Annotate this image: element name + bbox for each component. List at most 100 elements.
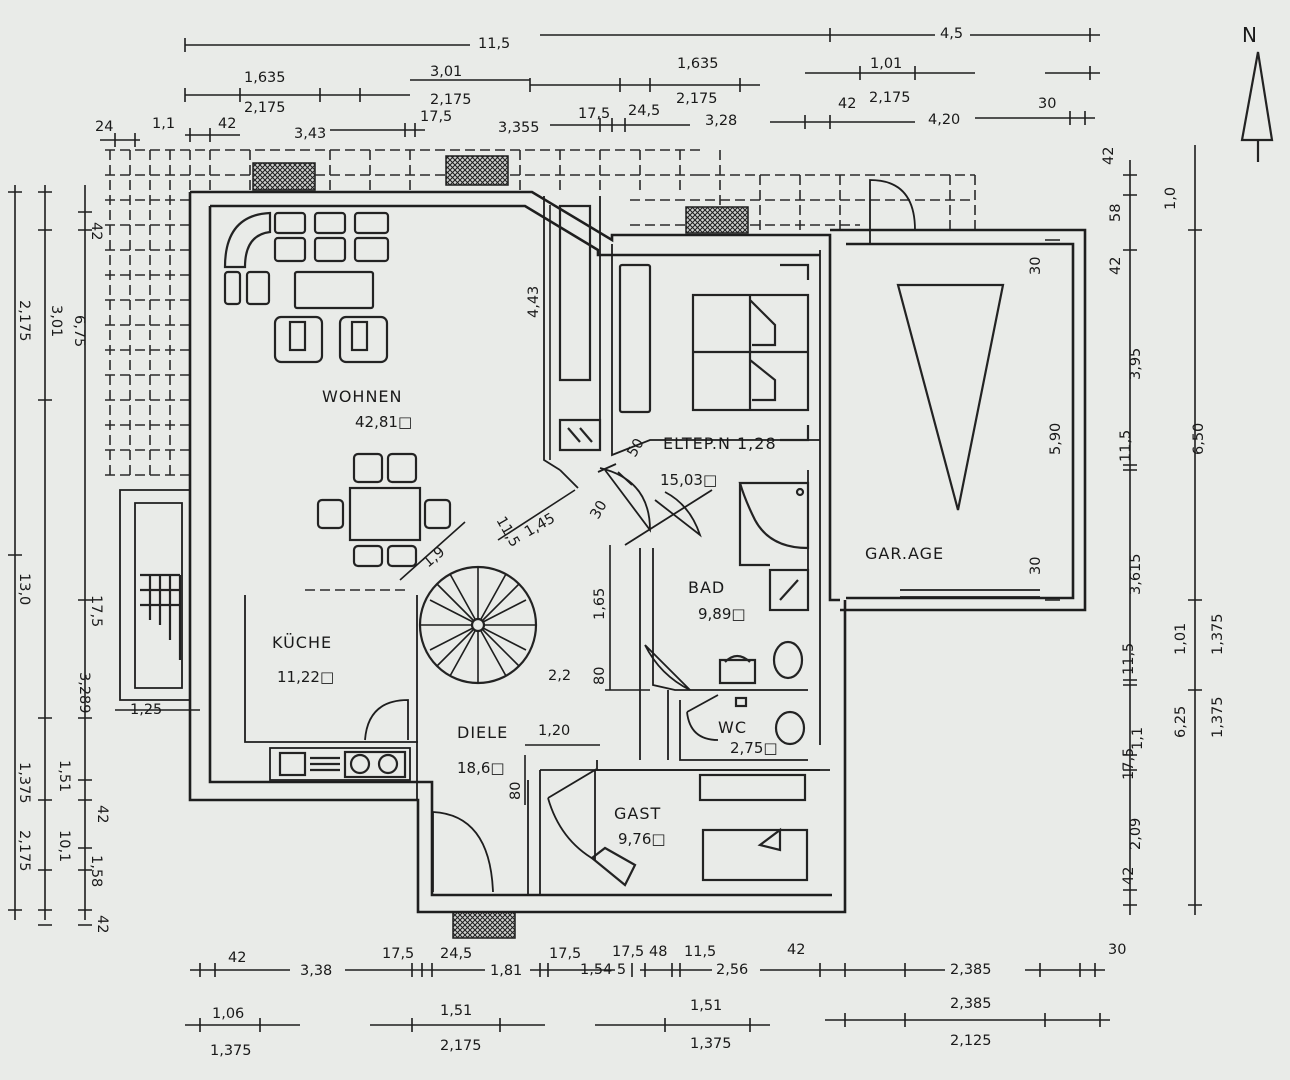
dim-label: 3,38 — [300, 963, 332, 979]
north-label: N — [1242, 23, 1257, 47]
spiral-staircase — [418, 565, 538, 685]
dim-label: 42 — [94, 915, 110, 933]
dim-label: 3,355 — [498, 120, 540, 136]
dim-label: 2,125 — [950, 1033, 992, 1049]
dim-label: 17,5 — [88, 595, 104, 627]
dim-label: 11,5 — [493, 514, 523, 550]
dim-label: 42 — [1121, 867, 1137, 885]
dim-label: 2,175 — [676, 91, 718, 107]
dim-label: 58 — [1108, 204, 1124, 222]
dim-label: 42 — [88, 222, 104, 240]
bedroom-furniture — [618, 263, 810, 442]
dim-label: 4,20 — [928, 112, 960, 128]
dim-label: 2,56 — [716, 962, 748, 978]
room-name: GAST — [614, 804, 661, 823]
dim-label: 11,5 — [1121, 643, 1137, 675]
dim-label: 17,5 — [420, 109, 452, 125]
dim-label: 80 — [508, 782, 524, 800]
dim-label: 1,51 — [690, 998, 722, 1014]
dim-label: 1,20 — [538, 723, 570, 739]
window — [452, 911, 516, 939]
room-name: DIELE — [457, 723, 508, 742]
dim-label: 1,1 — [1130, 727, 1146, 750]
living-room-furniture — [223, 204, 602, 591]
dim-label: 10,1 — [56, 830, 72, 862]
dim-label: 5,90 — [1048, 423, 1064, 455]
dim-label: 24,5 — [628, 103, 660, 119]
dim-label: 30 — [1028, 257, 1044, 275]
dim-label: 1,06 — [212, 1006, 244, 1022]
dim-label: 13,0 — [16, 573, 32, 605]
room-area: 18,6□ — [457, 759, 505, 777]
dim-label: 2,175 — [869, 90, 911, 106]
dim-label: 42 — [228, 950, 246, 966]
dim-label: 1,375 — [690, 1036, 732, 1052]
dim-label: 17,5 — [382, 946, 414, 962]
room-name: ELTEP.N 1,28 — [663, 434, 777, 453]
dim-label: 1,635 — [244, 70, 286, 86]
dim-label: 6,50 — [1191, 423, 1207, 455]
dim-label: 2,175 — [16, 300, 32, 342]
doors — [364, 179, 916, 893]
dim-label: 2,385 — [950, 996, 992, 1012]
dim-label: 1,51 — [56, 760, 72, 792]
dim-label: 11,5 — [478, 36, 510, 52]
dim-label: 24,5 — [440, 946, 472, 962]
dim-label: 42 — [218, 116, 236, 132]
dim-label: 6,25 — [1173, 706, 1189, 738]
dim-label: 2,175 — [16, 830, 32, 872]
dim-label: 1,375 — [16, 762, 32, 804]
dim-label: 2,175 — [244, 100, 286, 116]
room-name: BAD — [688, 578, 725, 597]
dim-label: 17,5 — [578, 106, 610, 122]
dim-label: 1,9 — [420, 544, 448, 571]
dim-label: 3,01 — [48, 305, 64, 337]
dim-label: 3,01 — [430, 64, 462, 80]
dim-label: 1,0 — [1163, 187, 1179, 210]
dim-label: 3,28 — [705, 113, 737, 129]
room-name: WOHNEN — [322, 387, 403, 406]
garage-car — [896, 283, 1005, 511]
dim-label: 24 — [95, 119, 113, 135]
terrace-paving — [105, 149, 976, 480]
dim-label: 1,58 — [88, 855, 104, 887]
kitchen-counter — [269, 747, 411, 781]
garage-door — [900, 589, 1040, 598]
dim-label: 42 — [838, 96, 856, 112]
dim-label: 1,45 — [522, 510, 558, 540]
dim-label: 1,01 — [1173, 623, 1189, 655]
dim-label: 1,635 — [677, 56, 719, 72]
dim-label: 3,95 — [1128, 348, 1144, 380]
dim-label: 80 — [592, 667, 608, 685]
guest-furniture — [590, 773, 809, 887]
dim-label: 17,5 — [1121, 748, 1137, 780]
dim-label: 2,175 — [430, 92, 472, 108]
room-area: 15,03□ — [660, 471, 717, 489]
dim-label: 48 — [649, 944, 667, 960]
dim-label: 42 — [1108, 257, 1124, 275]
bathroom-fixtures — [718, 481, 810, 746]
dim-label: 3,43 — [294, 126, 326, 142]
window — [685, 206, 749, 234]
dim-label: 30 — [1108, 942, 1126, 958]
dim-label: 30 — [1038, 96, 1056, 112]
dim-label: 30 — [1028, 557, 1044, 575]
room-area: 9,76□ — [618, 830, 666, 848]
bottom-dimensions: 42 3,38 17,5 24,5 1,81 17,5 1,54 5 17,5 … — [185, 942, 1126, 1059]
dim-label: 11,5 — [1118, 430, 1134, 462]
dim-label: 3,615 — [1128, 553, 1144, 595]
room-area: 9,89□ — [698, 605, 746, 623]
dim-label: 1,375 — [210, 1043, 252, 1059]
right-dimensions: 42 58 1,0 42 30 3,95 5,90 11,5 6,50 3,61… — [1028, 145, 1226, 915]
dim-label: 4,43 — [526, 286, 542, 318]
dim-label: 6,75 — [71, 315, 87, 347]
room-area: 2,75□ — [730, 739, 778, 757]
dim-label: 30 — [588, 498, 611, 522]
window — [252, 162, 316, 191]
room-name: WC — [718, 718, 747, 737]
room-name: GAR.AGE — [865, 544, 944, 563]
top-dimensions: 11,5 4,5 1,635 3,01 1,635 1,01 2,175 2,1… — [95, 26, 1100, 147]
room-labels: WOHNEN 42,81□ KÜCHE 11,22□ DIELE 18,6□ E… — [272, 387, 944, 848]
dim-label: 2,385 — [950, 962, 992, 978]
